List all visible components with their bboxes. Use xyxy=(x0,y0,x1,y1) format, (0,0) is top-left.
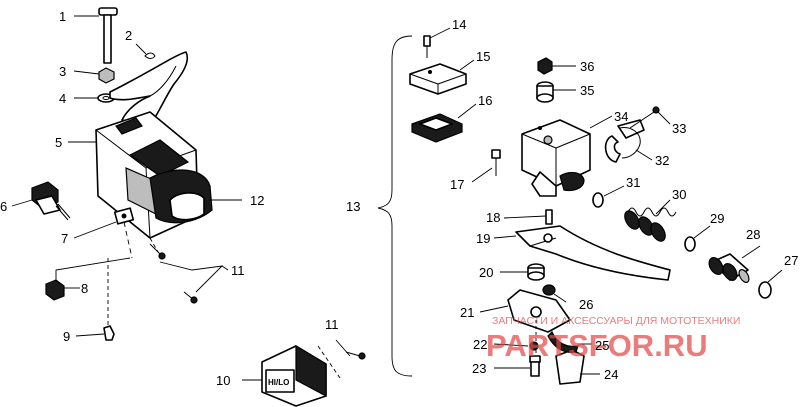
callout-10: 10 xyxy=(216,373,230,388)
throttle-bracket xyxy=(109,51,189,127)
part-5-switch-housing xyxy=(95,111,213,239)
hi-lo-label: HI/LO xyxy=(268,378,289,387)
part-21-bracket xyxy=(507,289,571,333)
part-2-clip xyxy=(144,52,156,59)
part-32-clamp xyxy=(604,119,645,163)
part-11-screw-lower xyxy=(345,351,366,360)
callout-2: 2 xyxy=(125,28,132,43)
part-10-hi-lo-switch: HI/LO xyxy=(261,344,327,407)
callout-8: 8 xyxy=(81,281,88,296)
callout-30: 30 xyxy=(672,187,686,202)
part-1-bolt xyxy=(98,7,118,64)
part-25-wire xyxy=(547,330,579,353)
callout-23: 23 xyxy=(472,361,486,376)
part-6-screw-block xyxy=(31,181,71,221)
callout-7: 7 xyxy=(61,231,68,246)
part-29-o-ring xyxy=(684,236,696,252)
callout-35: 35 xyxy=(580,83,594,98)
part-15-cap xyxy=(409,63,467,95)
callout-9: 9 xyxy=(63,329,70,344)
callout-31: 31 xyxy=(626,175,640,190)
part-17-screw xyxy=(491,149,501,176)
callout-22: 22 xyxy=(473,337,487,352)
part-8-nut xyxy=(45,279,65,301)
callout-21: 21 xyxy=(460,305,474,320)
callout-16: 16 xyxy=(478,93,492,108)
callout-28: 28 xyxy=(746,227,760,242)
callout-33: 33 xyxy=(672,121,686,136)
part-9-clip xyxy=(103,325,115,341)
part-18-pin xyxy=(545,209,553,225)
part-36-cap xyxy=(537,57,553,75)
callout-14: 14 xyxy=(452,17,466,32)
callout-15: 15 xyxy=(476,49,490,64)
watermark-brand: PARTSFOR.RU xyxy=(486,328,708,363)
callout-3: 3 xyxy=(59,64,66,79)
part-34-master-cylinder xyxy=(521,119,591,197)
part-23-bolt xyxy=(529,355,541,377)
callout-20: 20 xyxy=(479,265,493,280)
group-brace xyxy=(377,35,413,377)
part-28-piston xyxy=(708,253,750,283)
watermark: ЗАПЧАСТИ И АКСЕССУАРЫ ДЛЯ МОТОТЕХНИКИ PA… xyxy=(486,315,740,363)
callout-11-upper: 11 xyxy=(231,263,245,278)
callout-19: 19 xyxy=(476,231,490,246)
part-14-screw xyxy=(423,35,431,58)
callout-11-lower: 11 xyxy=(325,317,339,332)
callout-36: 36 xyxy=(580,59,594,74)
callout-29: 29 xyxy=(710,211,724,226)
callout-27: 27 xyxy=(784,253,798,268)
callout-6: 6 xyxy=(0,199,7,214)
callout-12: 12 xyxy=(250,193,264,208)
callout-32: 32 xyxy=(655,153,669,168)
callout-13: 13 xyxy=(346,199,360,214)
callout-34: 34 xyxy=(614,109,628,124)
part-27-circlip xyxy=(758,281,772,299)
part-31-washer xyxy=(592,192,604,208)
part-19-brake-lever xyxy=(515,225,671,281)
callout-18: 18 xyxy=(486,210,500,225)
part-33-screw xyxy=(629,106,660,129)
callout-1: 1 xyxy=(59,9,66,24)
watermark-tagline: ЗАПЧАСТИ И АКСЕССУАРЫ ДЛЯ МОТОТЕХНИКИ xyxy=(492,315,740,327)
callout-17: 17 xyxy=(450,177,464,192)
part-35-plug xyxy=(536,81,554,103)
part-20-bushing xyxy=(527,263,545,281)
part-3-nut xyxy=(98,67,115,84)
part-16-diaphragm xyxy=(411,113,463,143)
callout-5: 5 xyxy=(55,135,62,150)
callout-4: 4 xyxy=(59,91,66,106)
callout-24: 24 xyxy=(604,367,618,382)
callout-26: 26 xyxy=(579,297,593,312)
part-26-nut xyxy=(542,284,556,296)
part-7-plate xyxy=(113,207,135,225)
callout-25: 25 xyxy=(595,338,609,353)
part-11-screws xyxy=(149,243,198,304)
part-30-spring xyxy=(624,207,677,242)
